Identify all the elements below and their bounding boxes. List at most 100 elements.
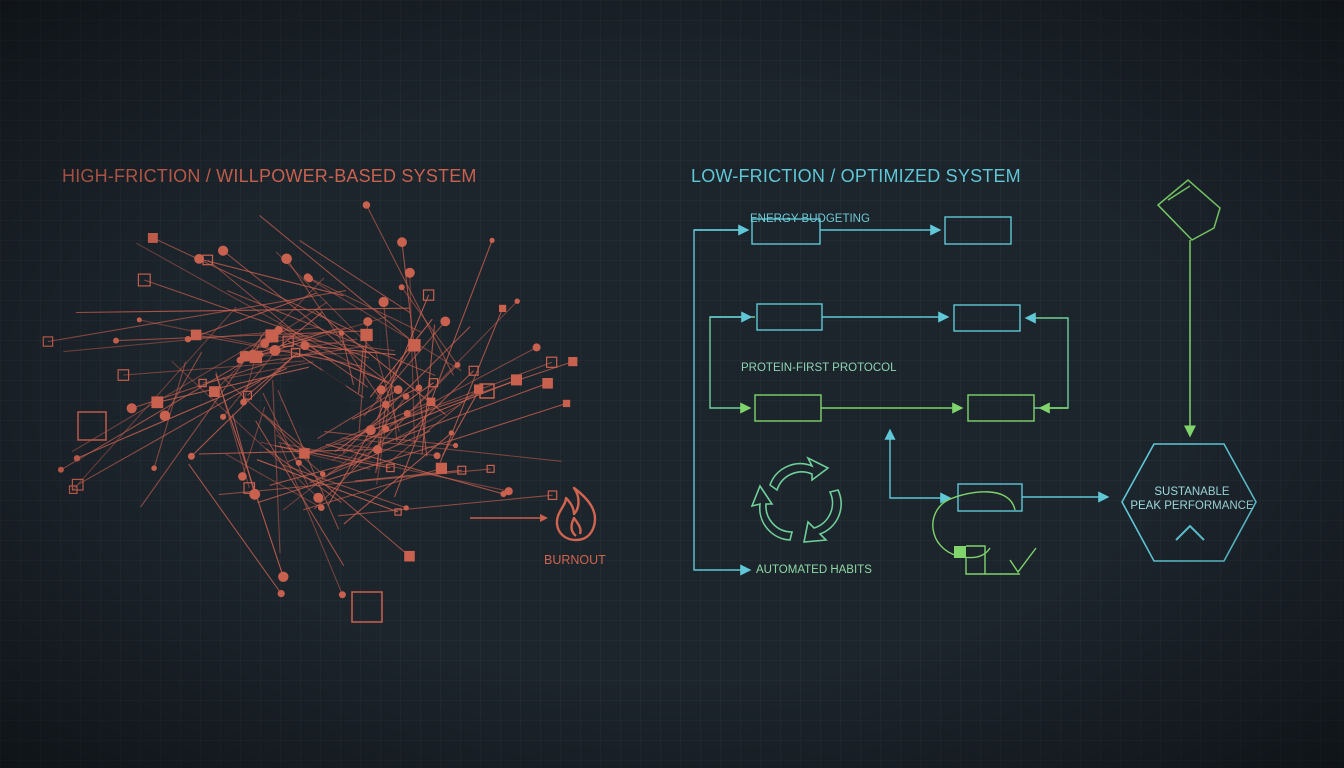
network-node (338, 591, 346, 599)
network-node (274, 326, 283, 334)
network-node (404, 267, 415, 278)
network-node (422, 289, 435, 301)
network-node (532, 343, 541, 352)
connection-line (218, 468, 491, 496)
connection-line (77, 380, 261, 486)
network-node (393, 385, 403, 394)
left-panel-title: HIGH-FRICTION / WILLPOWER-BASED SYSTEM (62, 166, 477, 186)
connection-line (260, 345, 369, 363)
connection-line (299, 462, 410, 557)
connection-line (207, 259, 324, 357)
network-node (258, 352, 264, 358)
protein-protocol-label: PROTEIN-FIRST PROTOCOL (741, 362, 897, 374)
connection-line (152, 237, 355, 333)
connection-line (401, 286, 460, 368)
connection-line (376, 294, 430, 421)
connection-line (265, 448, 342, 504)
network-node (68, 485, 78, 494)
connection-line (307, 276, 423, 333)
burnout-label: BURNOUT (544, 553, 606, 567)
chaotic-network-diagram (42, 201, 578, 623)
connection-line (376, 389, 382, 470)
connection-line (283, 464, 407, 509)
connection-line (222, 346, 280, 418)
network-node (313, 492, 324, 503)
network-node (277, 590, 285, 598)
connection-line (271, 335, 395, 352)
outcome-line-2: PEAK PERFORMANCE (1130, 500, 1254, 512)
network-box (77, 411, 107, 441)
connection-line (365, 379, 517, 441)
network-node (278, 571, 289, 582)
network-node (137, 273, 151, 287)
energy-budgeting-flow (693, 216, 1012, 576)
energy-budgeting-label: ENERGY BUDGETING (750, 213, 870, 225)
connection-line (153, 361, 187, 469)
connection-line (274, 312, 323, 351)
network-node (300, 341, 310, 351)
network-node (243, 482, 256, 494)
connection-line (215, 373, 284, 577)
network-node (403, 505, 409, 511)
connection-line (299, 240, 411, 314)
connection-line (198, 258, 344, 297)
connection-line (171, 360, 319, 499)
connection-line (324, 431, 456, 447)
connection-line (144, 279, 370, 359)
network-node (147, 233, 158, 243)
network-node (376, 385, 386, 395)
network-node (362, 201, 371, 209)
network-node (394, 508, 402, 516)
network-node (415, 384, 423, 392)
connection-line (136, 242, 387, 384)
connection-line (72, 306, 237, 490)
automation-flow (884, 428, 1110, 575)
connection-line (374, 382, 548, 448)
protein-box-3 (754, 394, 822, 422)
connection-line (442, 385, 483, 456)
network-node (282, 335, 294, 347)
connection-line (188, 463, 282, 594)
connection-line (358, 347, 364, 394)
network-node (151, 465, 157, 472)
protein-box-1 (756, 303, 823, 331)
automation-box (957, 483, 1023, 512)
connection-line (282, 413, 408, 511)
connection-line (255, 420, 345, 566)
connection-line (244, 351, 375, 357)
network-node (453, 442, 459, 449)
connection-line (269, 457, 371, 486)
network-node (73, 455, 81, 462)
network-node (398, 284, 405, 291)
network-node (457, 465, 467, 475)
network-node (429, 378, 439, 388)
network-node (269, 345, 281, 356)
checkmark-icon (1009, 547, 1037, 574)
connection-line (222, 376, 305, 454)
network-node (136, 317, 142, 323)
network-node (319, 471, 326, 477)
network-node (281, 253, 292, 265)
network-node (42, 336, 54, 347)
network-node (568, 357, 578, 367)
connection-line (363, 321, 446, 417)
connection-line (287, 340, 388, 383)
connection-line (245, 301, 328, 357)
connection-line (351, 387, 420, 420)
network-node (504, 487, 513, 496)
status-square (954, 546, 966, 558)
energy-box-2 (944, 216, 1012, 245)
network-node (378, 296, 389, 308)
connection-line (341, 437, 562, 462)
network-node (386, 463, 395, 473)
connection-line (314, 364, 458, 510)
network-node (220, 413, 227, 420)
peak-performance-label: SUSTANABLE PEAK PERFORMANCE (1128, 485, 1256, 513)
connection-line (274, 445, 391, 469)
connection-line (115, 330, 363, 342)
connection-line (255, 338, 311, 358)
network-node (468, 365, 479, 376)
connection-line (337, 494, 553, 517)
connection-line (239, 316, 388, 361)
